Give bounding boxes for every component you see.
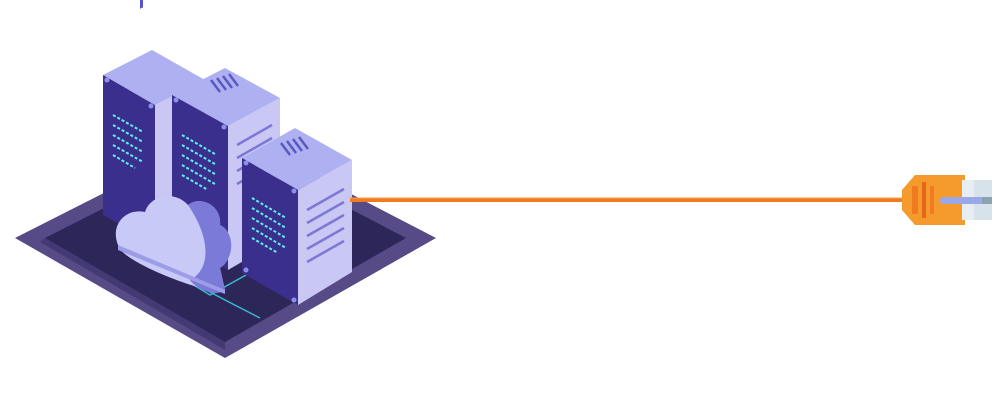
- network-cable: [350, 197, 905, 202]
- cloud-icon: [115, 196, 232, 294]
- ethernet-plug-icon: [902, 175, 992, 225]
- server-icon: [242, 128, 352, 305]
